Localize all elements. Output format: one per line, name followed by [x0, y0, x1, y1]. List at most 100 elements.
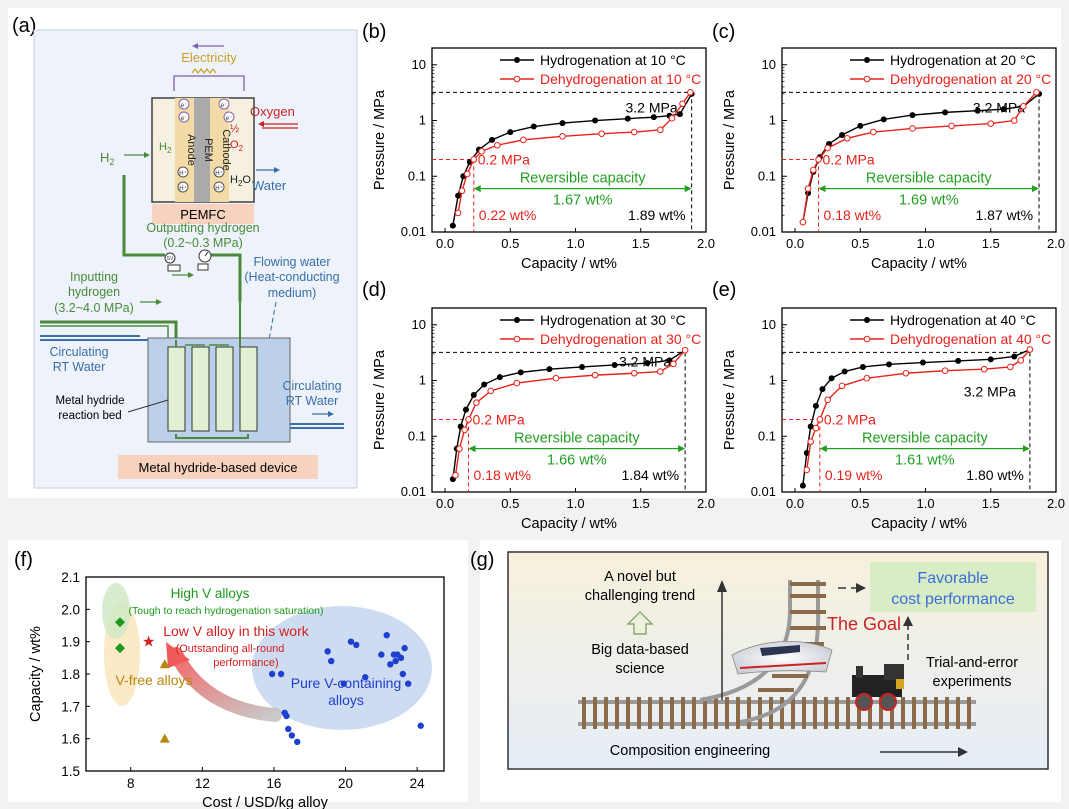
- x-tick-label: 0.5: [851, 496, 869, 511]
- x-tick-label: 0.5: [501, 496, 519, 511]
- y-tick-label: 1: [769, 373, 776, 388]
- legend-label: Dehydrogenation at 40 °C: [890, 331, 1051, 347]
- x-tick-label: 0.0: [436, 236, 454, 251]
- reversible-capacity-value: 1.69 wt%: [899, 193, 959, 209]
- dehydrogenation-point: [591, 371, 599, 379]
- hydrogenation-point: [807, 423, 814, 430]
- track-sleeper: [604, 697, 608, 729]
- circ-right-2: RT Water: [286, 394, 339, 408]
- dehydrogenation-point: [810, 166, 817, 174]
- track-sleeper: [615, 697, 619, 729]
- oxygen-label: Oxygen: [250, 104, 295, 119]
- y-axis-label: Pressure / MPa: [722, 349, 738, 450]
- y-tick-label: 2.0: [61, 602, 80, 617]
- circ-right-1: Circulating: [282, 379, 341, 393]
- novel-text-1: A novel but: [604, 569, 676, 585]
- legend-marker-dehydrogenation: [513, 335, 521, 343]
- x-tick-label: 1.5: [982, 496, 1000, 511]
- track-sleeper: [703, 697, 707, 729]
- high-pressure-label: 3.2 MPa: [973, 99, 1025, 115]
- y-axis-label: Capacity / wt%: [28, 626, 44, 722]
- hydrogenation-point: [592, 117, 599, 124]
- proton-label: H⁺: [215, 185, 223, 192]
- panel-label-c: (c): [712, 21, 735, 43]
- x-axis-label: Capacity / wt%: [871, 256, 967, 272]
- hydrogenation-point: [955, 357, 962, 364]
- big-data-text-2: science: [615, 661, 664, 677]
- x-tick-label: 0.0: [786, 236, 804, 251]
- low-capacity-label: 0.18 wt%: [824, 207, 882, 223]
- x-axis-label: Capacity / wt%: [871, 516, 967, 532]
- curve-sleeper: [772, 674, 808, 678]
- pem-label: PEM: [202, 138, 214, 162]
- anode-label: Anode: [185, 134, 197, 166]
- track-sleeper: [923, 697, 927, 729]
- track-sleepers: [582, 697, 971, 729]
- reversible-arrowhead-right: [678, 445, 686, 453]
- y-tick-label: 0.01: [751, 484, 776, 499]
- hydrogenation-point: [859, 363, 866, 370]
- low-pressure-label: 0.2 MPa: [824, 411, 876, 427]
- x-tick-label: 0.0: [436, 496, 454, 511]
- dehydrogenation-point: [948, 122, 955, 130]
- high-speed-train-icon: [731, 641, 833, 675]
- electron-label: e⁻: [221, 103, 228, 109]
- reversible-capacity-value: 1.66 wt%: [547, 453, 607, 469]
- hydrogenation-point: [455, 192, 462, 199]
- dehydrogenation-point: [458, 187, 466, 195]
- high-capacity-label: 1.84 wt%: [622, 467, 680, 483]
- dehydrogenation-point: [838, 382, 846, 390]
- device-label: Metal hydride-based device: [139, 460, 298, 475]
- hydrogenation-point: [559, 120, 566, 127]
- dehydrogenation-point: [987, 120, 995, 127]
- pure-v-point: [399, 670, 407, 678]
- plot-frame: [431, 307, 707, 493]
- h2-inner-label: H2: [159, 141, 172, 155]
- bed-leader-line: [127, 399, 169, 413]
- y-tick-label: 0.1: [758, 168, 776, 183]
- electron-label: e⁻: [226, 116, 233, 122]
- flow-label-3: medium): [268, 286, 317, 300]
- legend-label: Hydrogenation at 30 °C: [540, 312, 686, 328]
- reversible-arrowhead-left: [819, 445, 827, 453]
- dehydrogenation-point: [1007, 363, 1014, 371]
- dehydrogenation-point: [863, 374, 871, 382]
- plot-frame: [781, 307, 1057, 493]
- legend-marker-dehydrogenation: [513, 75, 521, 83]
- legend-label: Hydrogenation at 20 °C: [890, 52, 1036, 68]
- track-sleeper: [780, 697, 784, 729]
- low-pressure-label: 0.2 MPa: [823, 151, 875, 167]
- reversible-capacity-value: 1.61 wt%: [895, 453, 955, 469]
- high-v-point: [115, 643, 126, 654]
- reversible-capacity-value: 1.67 wt%: [553, 193, 613, 209]
- pure-v-point: [277, 670, 285, 678]
- dehydrogenation-point: [456, 445, 463, 452]
- panel-label-g: (g): [470, 549, 494, 571]
- pemfc-label-box: [152, 204, 254, 224]
- track-sleeper: [593, 697, 597, 729]
- dehydrogenation-point: [478, 148, 485, 155]
- dehydrogenation-point: [679, 100, 686, 108]
- low-v-label: Low V alloy in this work: [163, 623, 310, 639]
- trial-text-1: Trial-and-error: [926, 655, 1018, 671]
- legend-marker-dehydrogenation: [863, 75, 871, 83]
- hydrogenation-point: [919, 359, 926, 366]
- reaction-tubes: [167, 346, 258, 432]
- x-tick-label: 1.0: [566, 496, 584, 511]
- y-tick-label: 0.01: [751, 224, 776, 239]
- high-pressure-label: 3.2 MPa: [626, 99, 678, 115]
- hydrogenation-point: [1011, 353, 1018, 360]
- track-sleeper: [626, 697, 630, 729]
- track-sleeper: [857, 697, 861, 729]
- main-track: [578, 700, 976, 726]
- track-sleeper: [912, 697, 916, 729]
- track-sleeper: [648, 697, 652, 729]
- hollow-up-arrow-icon: [626, 611, 654, 635]
- y-tick-label: 1: [419, 373, 426, 388]
- dehydrogenation-point: [902, 369, 910, 377]
- track-sleeper: [637, 697, 641, 729]
- hydrogenation-point: [676, 111, 683, 118]
- dehydrogenation-point: [1020, 102, 1027, 110]
- hydrogenation-point: [942, 109, 949, 116]
- half-o2-label: ½: [230, 123, 239, 135]
